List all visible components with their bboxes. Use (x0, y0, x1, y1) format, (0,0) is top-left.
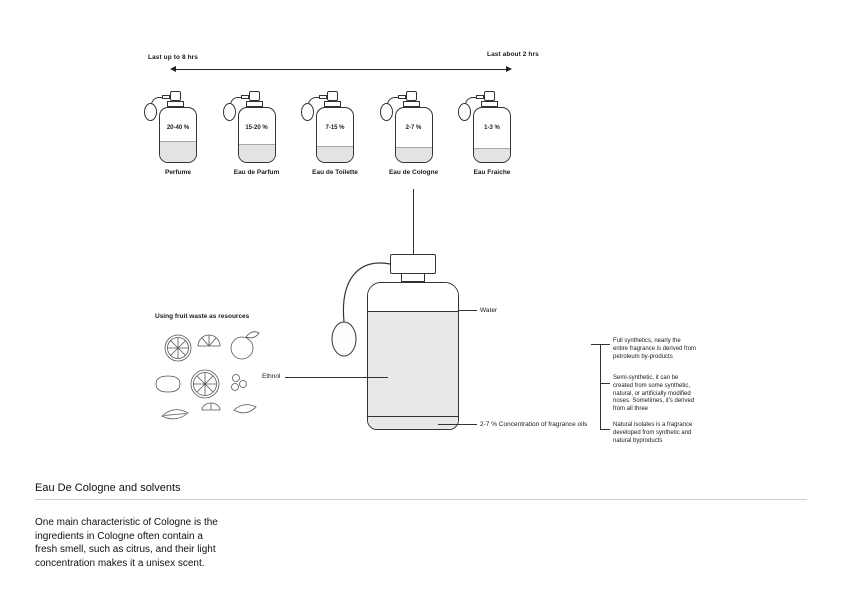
bottle-eau-de-cologne: 2-7 % Eau de Cologne (379, 90, 447, 176)
water-callout-line (459, 310, 477, 311)
concentration-label: 7-15 % (325, 125, 345, 131)
note-natural-isolates: Natural isolates is a fragrance develope… (613, 422, 693, 444)
bottle-eau-fraiche: 1-3 % Eau Fraiche (458, 90, 525, 176)
bracket-tick-2 (601, 383, 610, 384)
bottle-body: 2-7 % (394, 107, 433, 163)
bottle-collar (402, 101, 420, 107)
timeline-axis-line (176, 69, 506, 70)
bottle-collar (167, 101, 184, 107)
atomizer-bulb-icon (458, 103, 471, 121)
liquid-fill (317, 145, 353, 162)
ethanol-water-layer (368, 311, 458, 416)
atomizer-bulb-icon (379, 103, 393, 121)
concentration-label: 2-7 % (405, 125, 422, 131)
liquid-fill (474, 147, 510, 162)
atomizer-tube (151, 97, 163, 107)
spray-nozzle-icon (319, 95, 327, 99)
atomizer-bulb-icon (222, 103, 236, 121)
pump-head-icon (405, 91, 417, 101)
bottle-eau-de-toilette: 7-15 % Eau de Toilette (301, 90, 368, 176)
fruit-waste-label: Using fruit waste as resources (155, 313, 250, 320)
bottle-perfume: 20-40 % Perfume (144, 90, 211, 176)
liquid-fill (160, 141, 196, 162)
bottle-collar (245, 101, 263, 107)
spray-nozzle-icon (397, 95, 406, 99)
fragrance-callout-line (438, 424, 477, 425)
bottle-body: 7-15 % (316, 107, 354, 163)
atomizer-tube (386, 97, 399, 107)
big-cologne-bottle (367, 254, 459, 430)
concentration-label: 15-20 % (245, 125, 268, 131)
bottle-collar (324, 101, 341, 107)
bottle-name-label: Eau de Cologne (388, 169, 439, 176)
bottle-name-label: Eau Fraiche (473, 169, 511, 176)
pump-head-icon (170, 91, 181, 101)
arrowhead-left-icon (170, 66, 176, 72)
bottle-body: 1-3 % (473, 107, 511, 163)
bracket-left-tick (591, 344, 600, 345)
page-title: Eau De Cologne and solvents (35, 482, 181, 494)
bracket-tick-1 (601, 344, 610, 345)
liquid-fill (395, 146, 432, 162)
bottle-illustration: 20-40 % (144, 90, 198, 165)
bottle-name-label: Perfume (164, 169, 191, 176)
atomizer-bulb-icon (144, 103, 157, 121)
atomizer-bulb-icon (301, 103, 314, 121)
atomizer-tube (465, 97, 477, 107)
note-full-synthetics: Full synthetics, nearly the entire fragr… (613, 338, 697, 360)
pump-head-icon (248, 91, 260, 101)
atomizer-tube (308, 97, 320, 107)
bottle-illustration: 1-3 % (458, 90, 512, 165)
bottle-eau-de-parfum: 15-20 % Eau de Parfum (222, 90, 290, 176)
bottle-collar (481, 101, 498, 107)
liquid-fill (238, 143, 275, 162)
pump-head-icon (484, 91, 495, 101)
bottle-headspace (368, 283, 458, 311)
bracket-tick-3 (601, 429, 610, 430)
fragrance-oil-layer (368, 416, 458, 429)
timeline-right-label: Last about 2 hrs (487, 51, 539, 58)
bottle-name-label: Eau de Toilette (312, 169, 358, 176)
big-atomizer-hose-and-bulb (331, 262, 391, 357)
big-bottle-collar (401, 274, 425, 282)
note-semi-synthetic: Semi-synthetic, it can be created from s… (613, 375, 695, 413)
big-pump-actuator (390, 254, 436, 274)
spray-nozzle-icon (162, 95, 170, 99)
bracket-vertical-line (600, 344, 601, 430)
bottle-illustration: 7-15 % (301, 90, 355, 165)
bottle-illustration: 2-7 % (379, 90, 434, 165)
bottle-scale-row: 20-40 % Perfume 15-20 % Eau de Parfum (144, 90, 525, 176)
bottle-illustration: 15-20 % (222, 90, 277, 165)
spray-nozzle-icon (476, 95, 484, 99)
arrowhead-right-icon (506, 66, 512, 72)
description-paragraph: One main characteristic of Cologne is th… (35, 517, 218, 569)
bottle-name-label: Eau de Parfum (233, 169, 280, 176)
spray-nozzle-icon (240, 95, 249, 99)
citrus-sketch-illustration (155, 331, 260, 420)
fragrance-label: 2-7 % Concentration of fragrance oils (480, 421, 588, 428)
bottle-body: 20-40 % (159, 107, 197, 163)
pump-head-icon (327, 91, 338, 101)
concentration-label: 20-40 % (166, 125, 190, 131)
big-bottle-body (367, 282, 459, 430)
timeline-left-label: Last up to 8 hrs (148, 54, 198, 61)
cologne-connector-line (413, 189, 414, 254)
footer-divider (35, 499, 807, 500)
bottle-body: 15-20 % (237, 107, 276, 163)
concentration-label: 1-3 % (484, 125, 500, 131)
water-label: Water (480, 307, 498, 314)
ethanol-label: Ethnol (262, 373, 281, 380)
ethanol-callout-line (285, 377, 388, 378)
atomizer-tube (229, 97, 242, 107)
